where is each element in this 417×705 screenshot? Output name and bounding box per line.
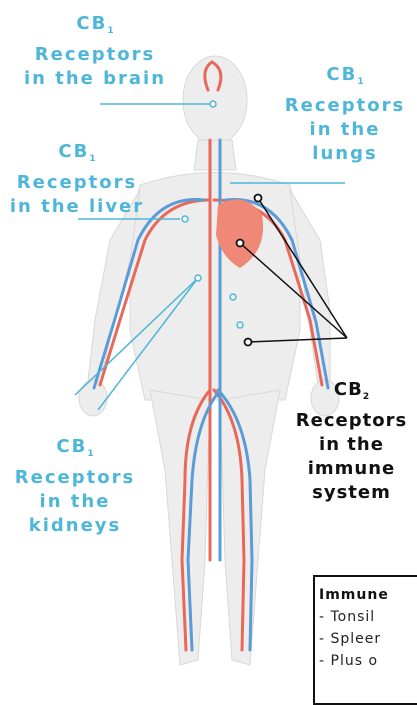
- receptor-subscript: 2: [363, 392, 369, 402]
- label-line: in the: [286, 433, 417, 457]
- receptor-type: CB: [58, 141, 89, 162]
- legend-item: - Spleer: [319, 631, 417, 647]
- receptor-type: CB: [326, 64, 357, 85]
- label-line: in the: [5, 490, 145, 514]
- legend-item: - Plus o: [319, 653, 417, 669]
- label-line: in the brain: [10, 67, 180, 91]
- label-line: Receptors: [2, 171, 152, 195]
- immune-legend-box: Immune - Tonsil - Spleer - Plus o: [313, 575, 417, 705]
- label-line: kidneys: [5, 514, 145, 538]
- label-line: in the liver: [2, 195, 152, 219]
- receptor-subscript: 1: [89, 154, 95, 164]
- label-line: system: [286, 481, 417, 505]
- receptor-type: CB: [76, 13, 107, 34]
- label-cb1-brain: CB1 Receptors in the brain: [10, 12, 180, 91]
- receptor-subscript: 1: [107, 26, 113, 36]
- label-line: immune: [286, 457, 417, 481]
- label-line: Receptors: [286, 409, 417, 433]
- label-line: Receptors: [280, 94, 410, 118]
- label-line: Receptors: [10, 43, 180, 67]
- label-cb1-lungs: CB1 Receptors in the lungs: [280, 63, 410, 166]
- receptor-subscript: 1: [87, 449, 93, 459]
- legend-item: - Tonsil: [319, 609, 417, 625]
- receptor-type: CB: [334, 379, 363, 400]
- label-cb1-liver: CB1 Receptors in the liver: [2, 140, 152, 219]
- legend-title: Immune: [319, 587, 417, 603]
- receptor-subscript: 1: [357, 77, 363, 87]
- label-line: in the: [280, 118, 410, 142]
- label-line: Receptors: [5, 466, 145, 490]
- receptor-type: CB: [56, 436, 87, 457]
- label-cb1-kidneys: CB1 Receptors in the kidneys: [5, 435, 145, 538]
- label-line: lungs: [280, 142, 410, 166]
- label-cb2-immune: CB2 Receptors in the immune system: [286, 378, 417, 505]
